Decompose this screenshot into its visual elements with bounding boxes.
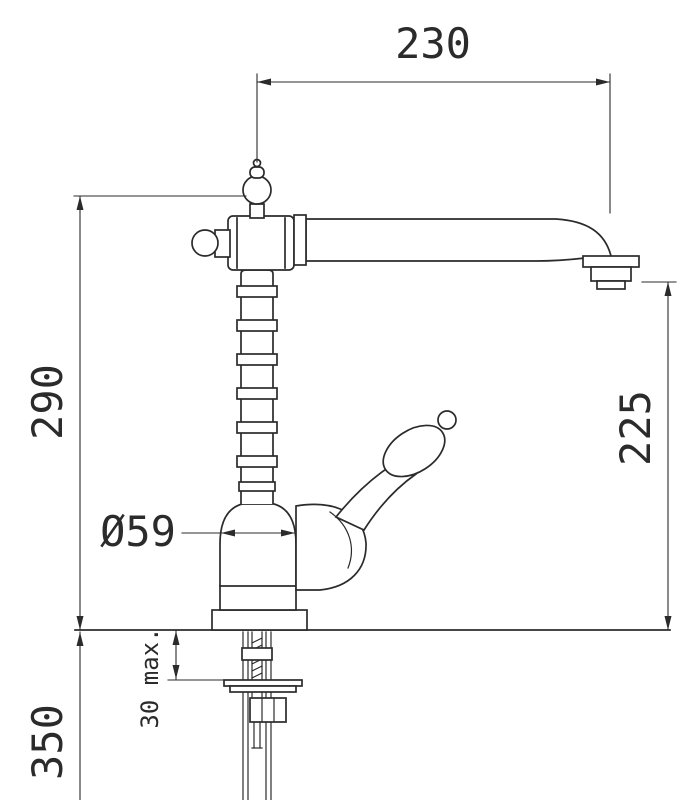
dimension-label-spout-reach: 230 [395,19,471,68]
mounting-nut [249,697,287,723]
dimension-label-under-deck-length: 350 [23,704,72,780]
faucet-outline [191,158,640,631]
spout-arm [305,218,612,262]
spout-tee [227,215,295,271]
collar-fitting [241,647,273,661]
dimension-label-faucet-height: 290 [23,364,72,440]
dimension-spout-reach: 230 [256,19,611,214]
handle-grip [382,424,446,478]
spout-outlet [582,255,640,268]
dimension-base-diameter: Ø59 [100,507,296,556]
handle-grip-ball [437,410,457,430]
base-flange [211,609,308,631]
dimension-outlet-height: 225 [611,281,677,631]
tee-end-ball [191,229,219,257]
riser-column [240,269,274,504]
under-counter-parts [223,631,303,800]
handle-socket [295,503,367,591]
valve-body [219,503,297,611]
dimension-label-outlet-height: 225 [611,390,660,466]
mounting-washer [223,679,303,687]
dimension-faucet-height: 290 [23,195,247,631]
dimension-under-deck-length: 350 [23,631,84,800]
dimension-label-base-diameter: Ø59 [100,507,176,556]
finial-ball [242,175,272,205]
dimension-label-deck-thickness: 30 max. [136,627,164,728]
dimension-deck-thickness: 30 max. [136,627,231,729]
